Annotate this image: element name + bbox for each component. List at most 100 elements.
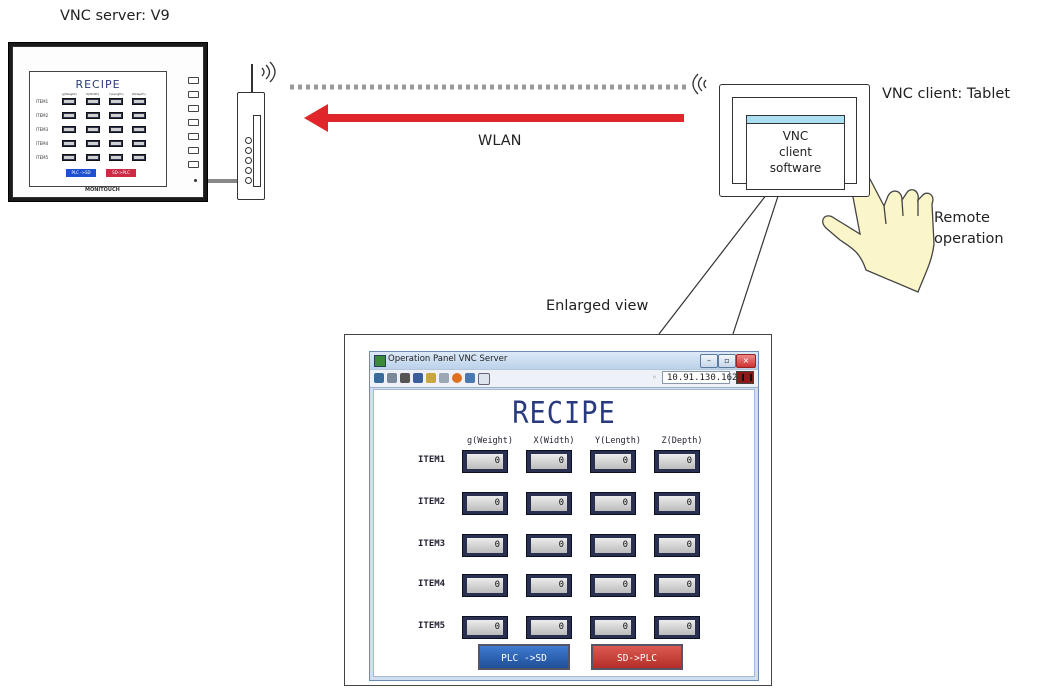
- recipe-value-text: 0: [659, 578, 695, 593]
- router-led: [245, 147, 252, 154]
- screen-icon[interactable]: [374, 373, 384, 383]
- plc-to-sd-button[interactable]: PLC ->SD: [478, 644, 570, 670]
- vnc-client-software-label: VNC client software: [769, 129, 822, 175]
- v9-header: g(Weight): [62, 92, 77, 96]
- v9-value-box: [86, 126, 100, 133]
- v9-value-box: [62, 126, 76, 133]
- v9-value-box: [132, 154, 146, 161]
- item-label-3: ITEM3: [418, 539, 446, 549]
- column-header-weight: g(Weight): [466, 436, 514, 446]
- recipe-value-field[interactable]: 0: [654, 534, 700, 557]
- recipe-value-field[interactable]: 0: [654, 616, 700, 639]
- v9-panel: RECIPE g(Weight) X(Width) Y(Length) Z(De…: [8, 42, 208, 202]
- disconnect-button[interactable]: [736, 371, 754, 384]
- recipe-value-field[interactable]: 0: [590, 574, 636, 597]
- recipe-value-field[interactable]: 0: [590, 534, 636, 557]
- v9-function-key: [188, 133, 199, 140]
- fullscreen-icon[interactable]: [478, 373, 490, 385]
- recipe-value-text: 0: [531, 496, 567, 511]
- window-title: Operation Panel VNC Server: [388, 354, 508, 364]
- v9-header: Y(Length): [109, 92, 124, 96]
- v9-item-label: ITEM3: [36, 127, 49, 132]
- recipe-value-field[interactable]: 0: [462, 534, 508, 557]
- wireless-signal-icon: [261, 61, 276, 83]
- minimize-button[interactable]: –: [700, 354, 718, 368]
- close-button[interactable]: ×: [736, 354, 756, 368]
- v9-value-box: [132, 112, 146, 119]
- v9-recipe-title: RECIPE: [75, 78, 121, 91]
- router-slot: [253, 115, 261, 187]
- v9-value-box: [86, 98, 100, 105]
- recipe-value-field[interactable]: 0: [526, 574, 572, 597]
- v9-value-box: [62, 112, 76, 119]
- pointing-hand-icon: [822, 149, 935, 293]
- v9-bezel: RECIPE g(Weight) X(Width) Y(Length) Z(De…: [12, 46, 204, 198]
- v9-function-key: [188, 161, 199, 168]
- recipe-value-field[interactable]: 0: [462, 574, 508, 597]
- v9-item-label: ITEM5: [36, 155, 49, 160]
- item-label-4: ITEM4: [418, 579, 446, 589]
- recipe-value-text: 0: [467, 538, 503, 553]
- column-header-length: Y(Length): [594, 436, 642, 446]
- settings-icon[interactable]: [426, 373, 436, 383]
- column-header-depth: Z(Depth): [661, 436, 703, 446]
- recipe-value-text: 0: [595, 538, 631, 553]
- recipe-value-field[interactable]: 0: [462, 450, 508, 473]
- recipe-screen: RECIPE g(Weight) X(Width) Y(Length) Z(De…: [373, 389, 755, 677]
- v9-status-led: [194, 179, 197, 182]
- v9-value-box: [86, 140, 100, 147]
- recipe-value-field[interactable]: 0: [590, 450, 636, 473]
- recipe-value-field[interactable]: 0: [590, 492, 636, 515]
- v9-function-key: [188, 119, 199, 126]
- recipe-value-field[interactable]: 0: [462, 616, 508, 639]
- v9-value-box: [109, 98, 123, 105]
- copy-icon[interactable]: [387, 373, 397, 383]
- recipe-value-field[interactable]: 0: [526, 450, 572, 473]
- recipe-value-field[interactable]: 0: [590, 616, 636, 639]
- recipe-value-field[interactable]: 0: [654, 492, 700, 515]
- vnc-client-software-window: VNC client software: [746, 115, 845, 190]
- refresh-icon[interactable]: [413, 373, 423, 383]
- stop-icon[interactable]: [452, 373, 462, 383]
- recipe-value-text: 0: [595, 496, 631, 511]
- recipe-value-field[interactable]: 0: [654, 450, 700, 473]
- v9-function-key: [188, 91, 199, 98]
- v9-value-box: [132, 126, 146, 133]
- v9-value-box: [109, 154, 123, 161]
- recipe-value-field[interactable]: 0: [526, 534, 572, 557]
- v9-function-key: [188, 105, 199, 112]
- app-icon: [374, 355, 386, 367]
- recipe-value-field[interactable]: 0: [462, 492, 508, 515]
- item-label-5: ITEM5: [418, 621, 446, 631]
- v9-value-box: [109, 112, 123, 119]
- router-led: [245, 157, 252, 164]
- v9-header: Z(Depth): [132, 92, 146, 96]
- recipe-value-text: 0: [531, 620, 567, 635]
- network-icon[interactable]: [465, 373, 475, 383]
- v9-item-label: ITEM1: [36, 99, 49, 104]
- column-header-width: X(Width): [533, 436, 575, 446]
- sd-to-plc-button[interactable]: SD->PLC: [591, 644, 683, 670]
- tablet-window-titlebar: [747, 116, 844, 124]
- recipe-value-field[interactable]: 0: [526, 492, 572, 515]
- v9-value-box: [62, 98, 76, 105]
- v9-function-key: [188, 147, 199, 154]
- v9-value-box: [109, 140, 123, 147]
- v9-item-label: ITEM4: [36, 141, 49, 146]
- vnc-server-window: Operation Panel VNC Server – ▫ × ◦ 10.91…: [369, 351, 759, 681]
- recipe-value-field[interactable]: 0: [526, 616, 572, 639]
- maximize-button[interactable]: ▫: [718, 354, 736, 368]
- tools-icon[interactable]: [400, 373, 410, 383]
- v9-value-box: [62, 154, 76, 161]
- wlan-label: WLAN: [478, 133, 522, 149]
- recipe-value-text: 0: [467, 454, 503, 469]
- recipe-value-field[interactable]: 0: [654, 574, 700, 597]
- v9-plc-to-sd-button: PLC ->SD: [66, 169, 96, 177]
- keyboard-icon[interactable]: [439, 373, 449, 383]
- recipe-value-text: 0: [531, 538, 567, 553]
- v9-screen: RECIPE g(Weight) X(Width) Y(Length) Z(De…: [29, 71, 167, 187]
- window-titlebar: Operation Panel VNC Server – ▫ ×: [370, 352, 758, 369]
- ip-address-field[interactable]: 10.91.130.162: [662, 371, 737, 384]
- v9-value-box: [109, 126, 123, 133]
- v9-value-box: [86, 154, 100, 161]
